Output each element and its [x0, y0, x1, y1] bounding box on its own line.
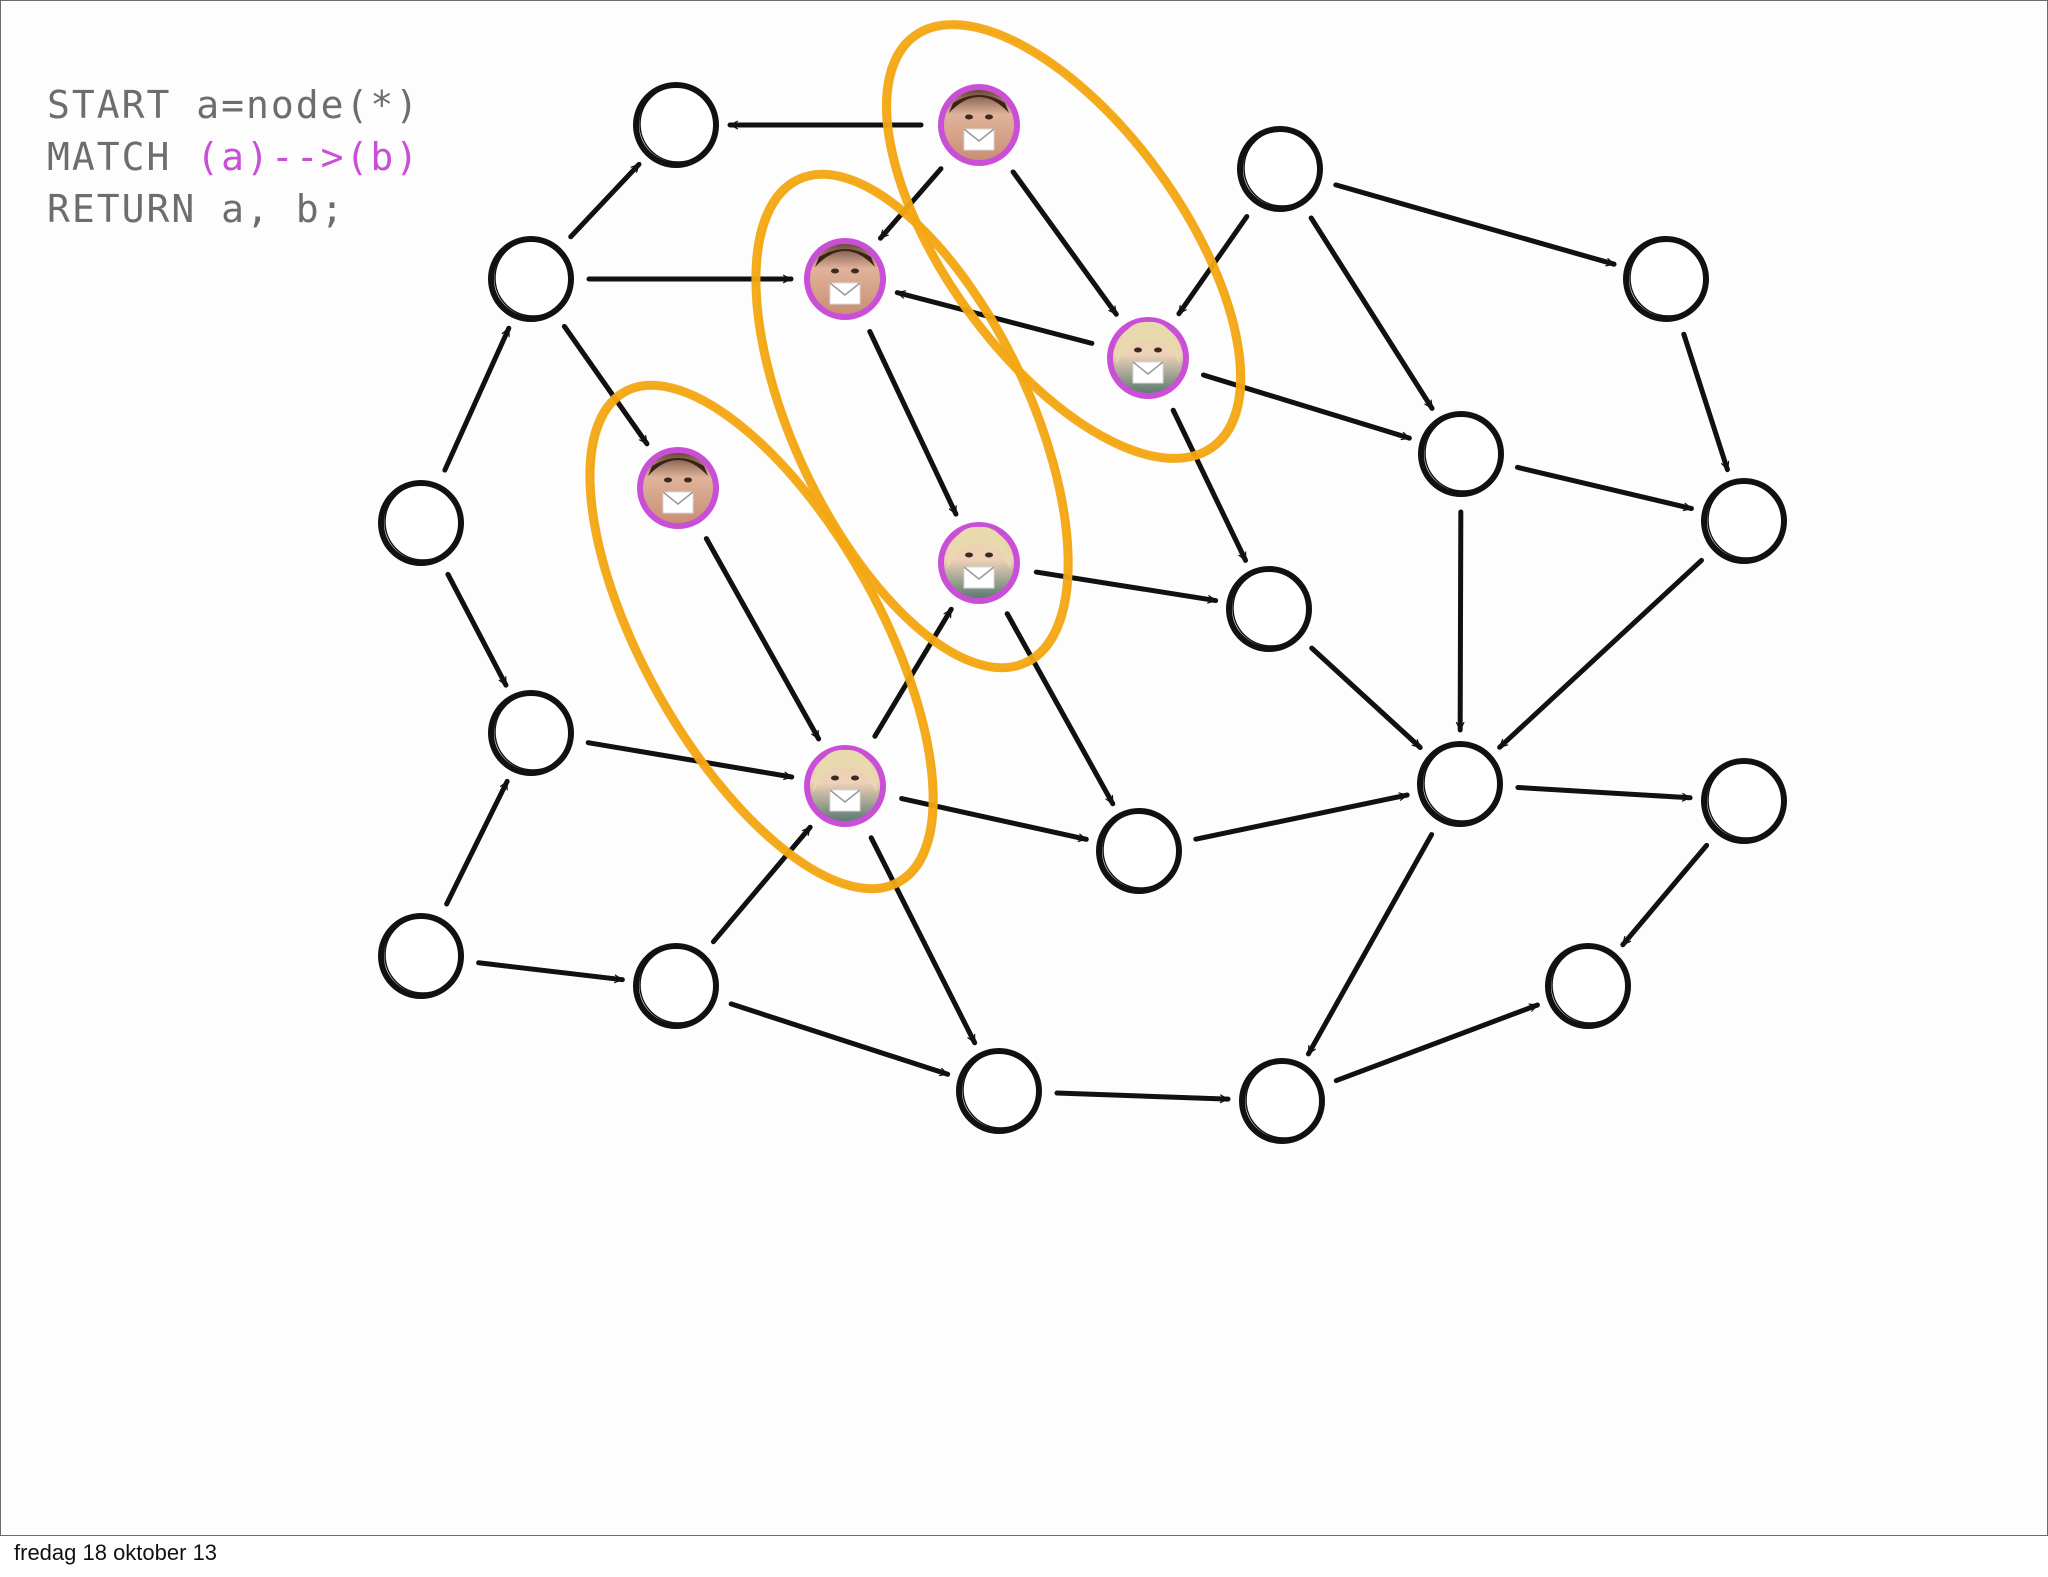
- face-eye: [985, 115, 993, 120]
- graph-node: [381, 916, 461, 996]
- face-eye: [664, 478, 672, 483]
- edge-sketch-n3-n2: [446, 327, 510, 469]
- woman-face-icon: [938, 522, 1020, 604]
- query-line-start: START a=node(*): [47, 83, 420, 127]
- man-face-icon: [804, 238, 886, 320]
- face-eye: [831, 776, 839, 781]
- graph-node: [1626, 239, 1706, 319]
- edge-sketch-n15-n9: [1310, 833, 1433, 1052]
- edge-sketch-n12-n14: [1519, 466, 1693, 507]
- query-line-match-keyword: MATCH: [47, 135, 196, 179]
- face-eye: [851, 776, 859, 781]
- graph-node: [636, 85, 716, 165]
- edge-arrow-n12-n15: [1460, 512, 1461, 730]
- slide-date-footer: fredag 18 oktober 13: [14, 1540, 217, 1566]
- edge-sketch-n13-n14: [1685, 333, 1728, 468]
- face-eye: [1134, 348, 1142, 353]
- edge-sketch-n5-n6: [480, 962, 623, 979]
- edge-arrow-f3-f6: [706, 539, 818, 739]
- slide: START a=node(*) MATCH (a)-->(b) RETURN a…: [0, 0, 2048, 1536]
- edge-sketch-f4-n10: [1175, 409, 1247, 559]
- graph-node: [1704, 761, 1784, 841]
- graph-node: [1704, 481, 1784, 561]
- man-face-icon: [938, 84, 1020, 166]
- edge-sketch-f3-f6: [708, 537, 820, 737]
- node-layer: [381, 84, 1784, 1141]
- edge-sketch-n9-n17: [1338, 1003, 1539, 1079]
- edge-sketch-n11-n12: [1313, 217, 1434, 407]
- edge-sketch-n10-n15: [1313, 647, 1421, 746]
- edge-arrow-n6-n7: [731, 1004, 947, 1074]
- face-eye: [965, 115, 973, 120]
- graph-node: [491, 693, 571, 773]
- face-eye: [1154, 348, 1162, 353]
- graph-node: [1242, 1061, 1322, 1141]
- graph-node: [1099, 811, 1179, 891]
- graph-node: [1240, 129, 1320, 209]
- edge-arrow-f1-f4: [1013, 172, 1116, 314]
- edge-arrow-n3-n4: [448, 574, 506, 685]
- edge-sketch-n16-n17: [1624, 844, 1708, 943]
- face-eye: [831, 269, 839, 274]
- edge-arrow-n5-n6: [479, 963, 623, 980]
- graph-node: [1421, 414, 1501, 494]
- edge-sketch-f2-f5: [871, 330, 957, 512]
- edge-arrow-n11-n12: [1311, 218, 1432, 408]
- edge-sketch-n11-n13: [1337, 184, 1615, 263]
- man-face-icon: [637, 447, 719, 529]
- cypher-query: START a=node(*) MATCH (a)-->(b) RETURN a…: [47, 79, 420, 235]
- face-eye: [851, 269, 859, 274]
- edge-arrow-n10-n15: [1312, 648, 1420, 747]
- edge-arrow-n8-n15: [1196, 795, 1407, 839]
- edge-arrow-n15-n16: [1518, 787, 1690, 797]
- query-line-return: RETURN a, b;: [47, 187, 346, 231]
- edge-sketch-n6-f6: [715, 826, 811, 941]
- graph-node: [636, 946, 716, 1026]
- edge-layer: [445, 124, 1729, 1100]
- graph-node: [381, 483, 461, 563]
- edge-sketch-n3-n4: [449, 573, 507, 683]
- edge-sketch-f5-n8: [1009, 613, 1114, 803]
- query-line-match-pattern: (a)-->(b): [196, 135, 420, 179]
- edge-sketch-n6-n7: [733, 1003, 949, 1073]
- woman-face-icon: [1107, 317, 1189, 399]
- edge-sketch-f6-n7: [873, 837, 976, 1042]
- edge-arrow-f4-n10: [1173, 410, 1245, 560]
- edge-sketch-n14-n15: [1501, 559, 1703, 746]
- edge-arrow-f2-f5: [870, 331, 956, 514]
- edge-arrow-f5-n8: [1007, 614, 1113, 804]
- face-eye: [985, 553, 993, 558]
- edge-sketch-n2-n1: [572, 163, 640, 236]
- woman-face-icon: [804, 745, 886, 827]
- edge-arrow-n13-n14: [1684, 334, 1728, 469]
- edge-arrow-n11-n13: [1336, 185, 1614, 264]
- face-eye: [684, 478, 692, 483]
- edge-arrow-f6-n7: [871, 838, 975, 1043]
- edge-arrow-n12-n14: [1517, 467, 1691, 508]
- graph-node: [1229, 569, 1309, 649]
- face-eye: [965, 553, 973, 558]
- edge-sketch-f1-f4: [1015, 171, 1118, 313]
- graph-node: [491, 239, 571, 319]
- graph-node: [1420, 744, 1500, 824]
- edge-sketch-n8-n15: [1197, 794, 1408, 838]
- graph-node: [1548, 946, 1628, 1026]
- graph-node: [959, 1051, 1039, 1131]
- edge-sketch-n12-n15: [1461, 511, 1462, 729]
- edge-sketch-n5-n4: [448, 780, 508, 903]
